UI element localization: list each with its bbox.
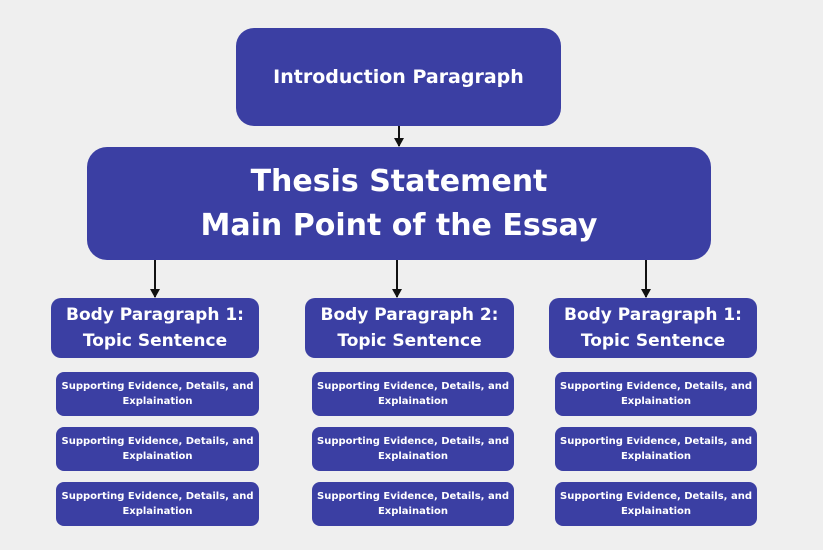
arrow-thesis-to-body-1 — [150, 260, 160, 298]
support-text: Explaination — [122, 451, 193, 462]
support-text: Explaination — [122, 396, 193, 407]
support-text: Explaination — [620, 451, 692, 462]
body-paragraph-2-box: Body Paragraph 2: Topic Sentence — [305, 298, 514, 358]
support-text: Supporting Evidence, Details, and — [560, 436, 752, 447]
arrow-thesis-to-body-2 — [392, 260, 402, 298]
intro-label: Introduction Paragraph — [273, 66, 524, 88]
supporting-evidence-box: Supporting Evidence, Details, and Explai… — [56, 372, 259, 416]
body-title: Body Paragraph 2: — [320, 305, 499, 325]
support-text: Explaination — [377, 506, 449, 517]
thesis-line-1: Thesis Statement — [250, 163, 548, 199]
support-text: Explaination — [122, 506, 193, 517]
body-paragraph-3-box: Body Paragraph 1: Topic Sentence — [549, 298, 757, 358]
support-text: Supporting Evidence, Details, and — [317, 436, 509, 447]
supporting-evidence-box: Supporting Evidence, Details, and Explai… — [56, 482, 259, 526]
support-text: Explaination — [620, 396, 692, 407]
support-text: Explaination — [377, 396, 449, 407]
support-text: Supporting Evidence, Details, and — [61, 491, 254, 502]
supporting-evidence-box: Supporting Evidence, Details, and Explai… — [555, 427, 757, 471]
support-text: Supporting Evidence, Details, and — [317, 381, 509, 392]
support-text: Supporting Evidence, Details, and — [61, 381, 254, 392]
body-subtitle: Topic Sentence — [82, 331, 228, 351]
support-text: Supporting Evidence, Details, and — [61, 436, 254, 447]
supporting-evidence-box: Supporting Evidence, Details, and Explai… — [56, 427, 259, 471]
support-text: Supporting Evidence, Details, and — [317, 491, 509, 502]
supporting-evidence-box: Supporting Evidence, Details, and Explai… — [312, 482, 514, 526]
thesis-statement-box: Thesis Statement Main Point of the Essay — [87, 147, 711, 260]
support-text: Supporting Evidence, Details, and — [560, 491, 752, 502]
body-subtitle: Topic Sentence — [580, 331, 726, 351]
support-text: Explaination — [620, 506, 692, 517]
body-subtitle: Topic Sentence — [337, 331, 482, 351]
supporting-evidence-box: Supporting Evidence, Details, and Explai… — [555, 482, 757, 526]
supporting-evidence-box: Supporting Evidence, Details, and Explai… — [555, 372, 757, 416]
body-title: Body Paragraph 1: — [66, 305, 244, 325]
arrow-thesis-to-body-3 — [641, 260, 651, 298]
support-text: Explaination — [377, 451, 449, 462]
body-title: Body Paragraph 1: — [564, 305, 742, 325]
supporting-evidence-box: Supporting Evidence, Details, and Explai… — [312, 372, 514, 416]
supporting-evidence-box: Supporting Evidence, Details, and Explai… — [312, 427, 514, 471]
thesis-line-2: Main Point of the Essay — [200, 207, 598, 243]
arrow-intro-to-thesis — [394, 126, 404, 147]
body-paragraph-1-box: Body Paragraph 1: Topic Sentence — [51, 298, 259, 358]
support-text: Supporting Evidence, Details, and — [560, 381, 752, 392]
intro-paragraph-box: Introduction Paragraph — [236, 28, 561, 126]
